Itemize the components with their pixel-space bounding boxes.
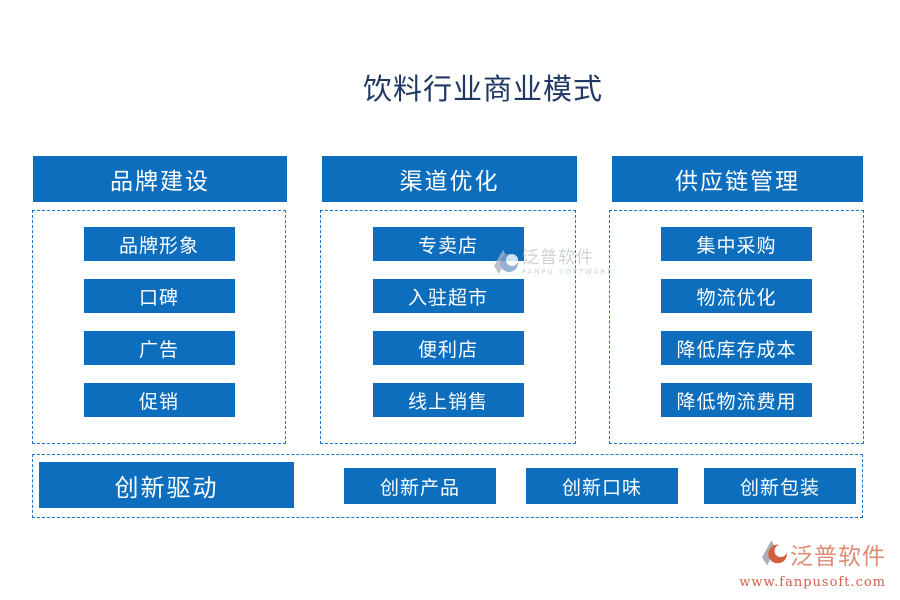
diagram-node: 创新口味 <box>526 468 678 504</box>
diagram-node: 集中采购 <box>661 227 812 261</box>
channel-optimization-group: 专卖店 入驻超市 便利店 线上销售 <box>320 210 576 444</box>
supply-chain-group: 集中采购 物流优化 降低库存成本 降低物流费用 <box>609 210 864 444</box>
fanpu-logo-icon <box>493 248 519 284</box>
diagram-node: 品牌形象 <box>83 227 235 261</box>
diagram-node: 便利店 <box>372 331 524 365</box>
fanpu-logo-icon <box>761 539 788 575</box>
innovation-group: 创新驱动 创新产品 创新口味 创新包装 <box>32 454 863 518</box>
watermark-url: www.fanpusoft.com <box>739 575 886 590</box>
diagram-node: 专卖店 <box>372 227 524 261</box>
center-watermark: 泛普软件 FANPU SOFTWARE <box>493 248 614 284</box>
brand-building-group: 品牌形象 口碑 广告 促销 <box>32 210 286 444</box>
watermark-name: 泛普软件 <box>790 544 886 570</box>
column-header-supply-chain: 供应链管理 <box>612 156 863 202</box>
diagram-node: 创新包装 <box>704 468 856 504</box>
innovation-driver-node: 创新驱动 <box>39 462 294 508</box>
column-header-brand-building: 品牌建设 <box>33 156 287 202</box>
diagram-node: 线上销售 <box>372 383 524 417</box>
diagram-node: 口碑 <box>83 279 235 313</box>
diagram-node: 降低库存成本 <box>661 331 812 365</box>
corner-watermark: 泛普软件 www.fanpusoft.com <box>739 539 886 590</box>
diagram-node: 入驻超市 <box>372 279 524 313</box>
watermark-name: 泛普软件 <box>522 248 594 268</box>
diagram-node: 物流优化 <box>661 279 812 313</box>
diagram-node: 广告 <box>83 331 235 365</box>
diagram-node: 降低物流费用 <box>661 383 812 417</box>
column-header-channel-optimization: 渠道优化 <box>322 156 577 202</box>
diagram-node: 促销 <box>83 383 235 417</box>
watermark-subtitle: FANPU SOFTWARE <box>522 268 614 276</box>
diagram-node: 创新产品 <box>344 468 496 504</box>
page-title: 饮料行业商业模式 <box>362 72 603 106</box>
